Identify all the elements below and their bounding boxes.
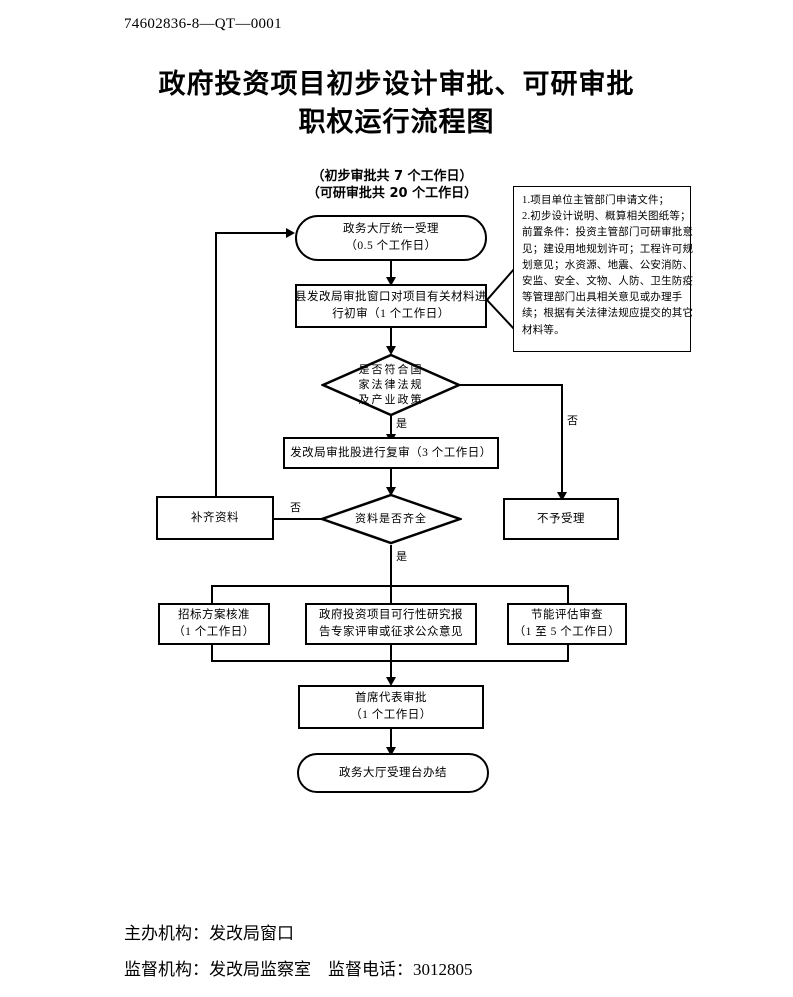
node-energy[interactable]: 节能评估审查 （1 至 5 个工作日） bbox=[507, 603, 627, 645]
edge-fanout-center bbox=[390, 585, 392, 603]
footer: 主办机构：发改局窗口 监督机构：发改局监察室 监督电话：3012805 bbox=[124, 916, 473, 988]
edge-intake-to-first-review bbox=[390, 261, 392, 281]
node-decision-law-line-1: 是否符合国 bbox=[358, 363, 424, 376]
edge-law-no-vertical bbox=[561, 384, 563, 496]
note-connector bbox=[485, 268, 516, 331]
edge-merge-center bbox=[390, 645, 392, 661]
title-line-1: 政府投资项目初步设计审批、可研审批 bbox=[158, 69, 635, 100]
diamond-shape-docs bbox=[320, 493, 462, 545]
arrow-intake-to-first-review bbox=[386, 277, 396, 286]
title-line-2: 职权运行流程图 bbox=[298, 107, 495, 138]
edge-label-docs-yes: 是 bbox=[394, 548, 410, 564]
edge-first-review-to-decision-law bbox=[390, 328, 392, 350]
edge-docs-yes bbox=[390, 545, 392, 586]
arrow-law-no bbox=[557, 492, 567, 501]
node-finish[interactable]: 政务大厅受理台办结 bbox=[297, 753, 489, 793]
node-energy-line-2: （1 至 5 个工作日） bbox=[513, 626, 621, 638]
requirements-note-box: 1.项目单位主管部门申请文件； 2.初步设计说明、概算相关图纸等； 前置条件：投… bbox=[513, 186, 694, 352]
node-chief-approval-line-2: （1 个工作日） bbox=[350, 709, 432, 721]
node-decision-law-line-2: 家法律法规 bbox=[358, 378, 424, 391]
edge-label-docs-no: 否 bbox=[288, 499, 304, 515]
node-energy-line-1: 节能评估审查 bbox=[531, 609, 603, 621]
note-line-6: 安监、安全、文物、人防、卫生防疫 bbox=[522, 276, 694, 288]
page-title: 政府投资项目初步设计审批、可研审批 职权运行流程图 bbox=[0, 66, 793, 142]
edge-chief-to-finish bbox=[390, 729, 392, 751]
subtitle: （初步审批共 7 个工作日） （可研审批共 20 个工作日） bbox=[262, 168, 522, 202]
node-feasibility-line-1: 政府投资项目可行性研究报 bbox=[319, 609, 463, 621]
note-line-3: 前置条件：投资主管部门可研审批意 bbox=[522, 227, 694, 239]
arrow-merge-to-chief bbox=[386, 677, 396, 686]
node-supplement[interactable]: 补齐资料 bbox=[156, 496, 274, 540]
node-bid-plan-line-1: 招标方案核准 bbox=[178, 609, 250, 621]
edge-law-no-horizontal bbox=[459, 384, 563, 386]
note-line-8: 续；根据有关法律法规应提交的其它 bbox=[522, 308, 694, 320]
node-finish-line-1: 政务大厅受理台办结 bbox=[339, 766, 447, 779]
node-decision-law[interactable]: 是否符合国 家法律法规 及产业政策 bbox=[321, 353, 461, 417]
node-feasibility-line-2: 告专家评审或征求公众意见 bbox=[319, 626, 463, 638]
node-decision-docs-text: 资料是否齐全 bbox=[343, 512, 439, 527]
note-line-2: 2.初步设计说明、概算相关图纸等； bbox=[522, 211, 691, 223]
node-re-review[interactable]: 发改局审批股进行复审（3 个工作日） bbox=[283, 437, 499, 469]
node-intake-line-1: 政务大厅统一受理 bbox=[343, 223, 439, 235]
note-line-5: 划意见；水资源、地震、公安消防、 bbox=[522, 259, 694, 271]
node-decision-law-text: 是否符合国 家法律法规 及产业政策 bbox=[352, 363, 430, 408]
node-reject-line-1: 不予受理 bbox=[537, 512, 585, 525]
edge-merge-left bbox=[211, 645, 213, 661]
node-bid-plan-line-2: （1 个工作日） bbox=[173, 626, 255, 638]
edge-docs-no-horizontal bbox=[272, 518, 324, 520]
node-chief-approval[interactable]: 首席代表审批 （1 个工作日） bbox=[298, 685, 484, 729]
node-chief-approval-line-1: 首席代表审批 bbox=[355, 692, 427, 704]
node-bid-plan[interactable]: 招标方案核准 （1 个工作日） bbox=[158, 603, 270, 645]
node-first-review-line-2: 行初审（1 个工作日） bbox=[332, 308, 450, 320]
node-first-review[interactable]: 县发改局审批窗口对项目有关材料进 行初审（1 个工作日） bbox=[295, 284, 487, 328]
node-feasibility[interactable]: 政府投资项目可行性研究报 告专家评审或征求公众意见 bbox=[305, 603, 477, 645]
edge-supplement-up bbox=[215, 232, 217, 498]
arrow-first-review-to-decision-law bbox=[386, 346, 396, 355]
node-intake-line-2: （0.5 个工作日） bbox=[345, 240, 437, 252]
arrow-chief-to-finish bbox=[386, 747, 396, 756]
edge-fanout-left bbox=[211, 585, 213, 603]
note-line-4: 见；建设用地规划许可；工程许可规 bbox=[522, 243, 694, 255]
edge-label-law-yes: 是 bbox=[394, 415, 410, 431]
node-supplement-line-1: 补齐资料 bbox=[191, 511, 239, 524]
edge-merge-down bbox=[390, 660, 392, 680]
document-code: 74602836-8—QT—0001 bbox=[124, 16, 282, 32]
edge-law-yes bbox=[390, 415, 392, 439]
edge-label-law-no: 否 bbox=[565, 412, 581, 428]
arrow-supplement-to-intake bbox=[286, 228, 295, 238]
node-intake[interactable]: 政务大厅统一受理 （0.5 个工作日） bbox=[295, 215, 487, 261]
node-decision-docs[interactable]: 资料是否齐全 bbox=[320, 493, 462, 545]
note-line-7: 等管理部门出具相关意见或办理手 bbox=[522, 292, 683, 304]
footer-supervision-organization: 监督机构：发改局监察室 监督电话：3012805 bbox=[124, 960, 473, 979]
node-decision-law-line-3: 及产业政策 bbox=[358, 393, 424, 406]
note-line-9: 材料等。 bbox=[522, 324, 565, 336]
arrow-re-review-to-decision-docs bbox=[386, 487, 396, 496]
subtitle-line-2: （可研审批共 20 个工作日） bbox=[306, 186, 478, 201]
node-reject[interactable]: 不予受理 bbox=[503, 498, 619, 540]
note-line-1: 1.项目单位主管部门申请文件； bbox=[522, 195, 670, 206]
edge-re-review-to-decision-docs bbox=[390, 469, 392, 491]
subtitle-line-1: （初步审批共 7 个工作日） bbox=[311, 169, 473, 184]
node-decision-docs-line-1: 资料是否齐全 bbox=[355, 512, 427, 525]
footer-host-organization: 主办机构：发改局窗口 bbox=[124, 924, 294, 943]
edge-supplement-to-intake bbox=[215, 232, 289, 234]
node-first-review-line-1: 县发改局审批窗口对项目有关材料进 bbox=[295, 291, 487, 303]
edge-fanout-right bbox=[567, 585, 569, 603]
edge-merge-right bbox=[567, 645, 569, 661]
node-re-review-line-1: 发改局审批股进行复审（3 个工作日） bbox=[290, 446, 492, 459]
